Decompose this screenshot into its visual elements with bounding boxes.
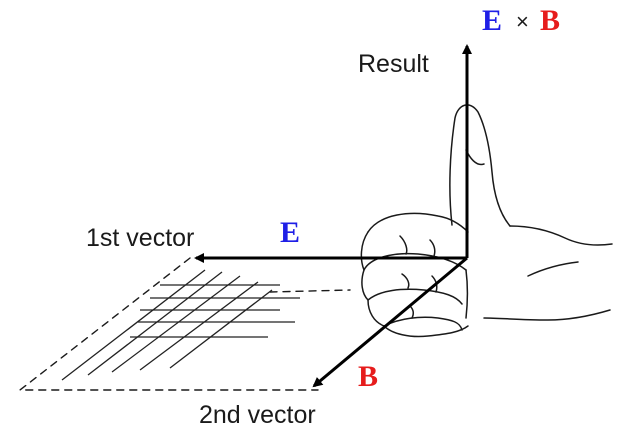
b-vector-label: B: [358, 360, 378, 393]
plane-hatching: [61, 269, 300, 381]
cross-product-e: E: [482, 4, 502, 37]
cross-product-times: ×: [516, 9, 529, 34]
right-hand-thumbs-up-icon: [360, 104, 613, 338]
e-vector-label: E: [280, 216, 300, 249]
first-vector-label: 1st vector: [86, 224, 194, 252]
cross-product-b: B: [540, 4, 560, 37]
plane-outline: [19, 257, 319, 391]
second-vector-label: 2nd vector: [199, 401, 316, 429]
cross-product-label: E × B: [482, 4, 560, 37]
second-vector-arrow: [312, 256, 468, 388]
vector-plane: [19, 257, 351, 391]
plane-inner-dash: [269, 289, 351, 293]
result-label: Result: [358, 50, 429, 78]
